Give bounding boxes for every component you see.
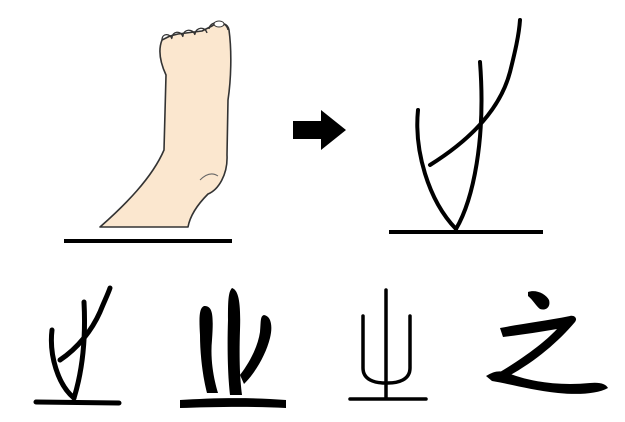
foot-icon [99,20,232,228]
oracle-bone-glyph-icon [33,285,122,406]
regular-script-glyph-icon [486,291,608,394]
bronze-inscription-glyph-icon [180,288,286,408]
seal-script-glyph-icon [348,288,428,401]
oracle-glyph-icon [415,18,522,231]
right-arrow-icon [293,110,346,150]
